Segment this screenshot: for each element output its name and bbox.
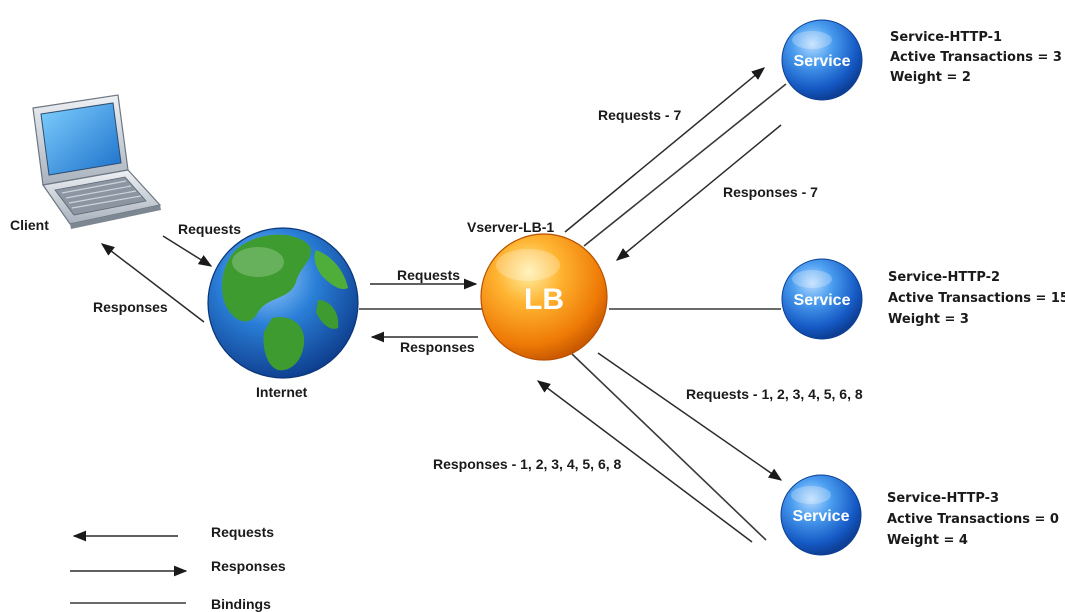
- internet-label: Internet: [256, 384, 308, 400]
- service1-node: [781, 19, 863, 101]
- service3-active: Active Transactions = 0: [887, 512, 1059, 527]
- client-responses-label: Responses: [93, 299, 168, 315]
- client-responses-arrow: [100, 243, 205, 323]
- service3-node: [780, 474, 862, 556]
- service2-name: Service-HTTP-2: [888, 270, 1000, 285]
- service1-active: Active Transactions = 3: [890, 50, 1062, 65]
- service1-responses-arrow: [615, 124, 782, 261]
- service2-weight: Weight = 3: [888, 312, 969, 327]
- client-label: Client: [10, 217, 49, 233]
- binding-service-1: [583, 83, 787, 247]
- lb-text: LB: [524, 283, 564, 316]
- service1-requests-label: Requests - 7: [598, 107, 681, 123]
- legend: Requests Responses Bindings: [70, 524, 286, 612]
- legend-bindings-label: Bindings: [211, 596, 271, 612]
- internet-requests-label: Requests: [397, 267, 460, 283]
- service1-requests-arrow: [564, 67, 766, 233]
- internet-globe-icon: [207, 227, 359, 379]
- service3-text: Service: [793, 508, 850, 525]
- service3-requests-label: Requests - 1, 2, 3, 4, 5, 6, 8: [686, 386, 863, 402]
- vserver-label: Vserver-LB-1: [467, 219, 554, 235]
- binding-service-3: [571, 353, 767, 541]
- lb-node: [480, 233, 608, 361]
- service1-weight: Weight = 2: [890, 70, 971, 85]
- service3-requests-arrow: [597, 352, 783, 481]
- service3-responses-label: Responses - 1, 2, 3, 4, 5, 6, 8: [433, 456, 622, 472]
- service1-name: Service-HTTP-1: [890, 30, 1002, 45]
- client-requests-label: Requests: [178, 221, 241, 237]
- service2-node: [781, 258, 863, 340]
- service3-name: Service-HTTP-3: [887, 491, 999, 506]
- service1-responses-label: Responses - 7: [723, 184, 818, 200]
- service1-text: Service: [794, 53, 851, 70]
- client-laptop-icon: [32, 94, 162, 229]
- legend-requests-label: Requests: [211, 524, 274, 540]
- service3-weight: Weight = 4: [887, 533, 968, 548]
- service2-text: Service: [794, 292, 851, 309]
- internet-responses-label: Responses: [400, 339, 475, 355]
- client-requests-arrow: [162, 235, 213, 267]
- service3-responses-arrow: [536, 380, 753, 543]
- service2-active: Active Transactions = 15: [888, 291, 1065, 306]
- legend-responses-label: Responses: [211, 558, 286, 574]
